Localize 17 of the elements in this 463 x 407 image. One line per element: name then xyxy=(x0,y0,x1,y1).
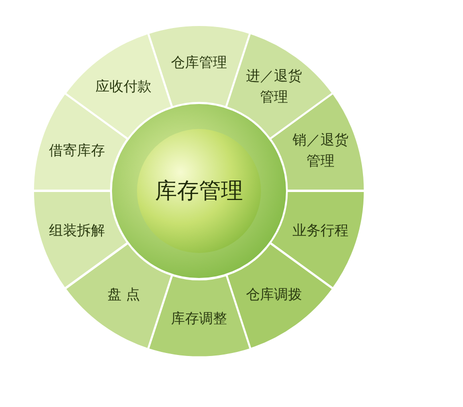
segment-label: 盘 点 xyxy=(106,285,141,304)
wheel-segment xyxy=(64,242,172,349)
segment-label: 组装拆解 xyxy=(48,221,106,240)
center-label: 库存管理 xyxy=(155,178,243,206)
wheel-segment xyxy=(33,191,128,289)
segment-label: 仓库调拨 xyxy=(245,285,304,304)
wheel-segment xyxy=(270,191,365,289)
wheel-segment xyxy=(226,242,334,349)
segment-label: 库存调整 xyxy=(170,310,228,329)
segment-label: 借寄库存 xyxy=(48,142,106,162)
segment-label: 应收付款 xyxy=(94,78,153,98)
segment-label: 进／退货管理 xyxy=(245,68,304,108)
wheel-segment xyxy=(64,33,172,140)
wheel-segment xyxy=(33,93,128,191)
segment-label: 销／退货管理 xyxy=(292,132,350,172)
segment-label: 业务行程 xyxy=(292,221,350,240)
segment-label: 仓库管理 xyxy=(170,54,228,73)
